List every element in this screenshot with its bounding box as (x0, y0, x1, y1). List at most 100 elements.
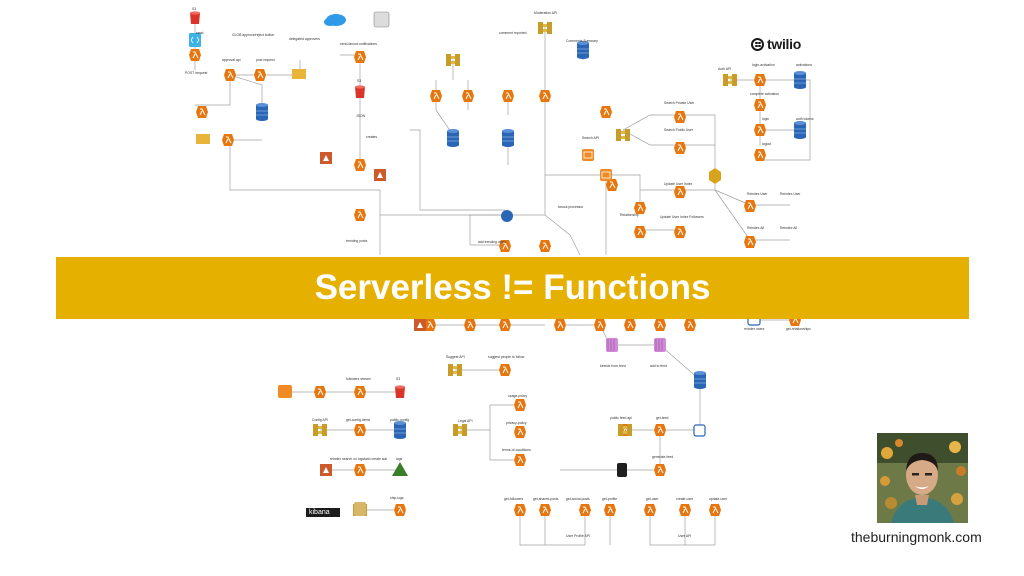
lambda-icon (644, 504, 656, 516)
connections (194, 18, 811, 546)
lambda-icon (634, 202, 646, 214)
label-user-profile-api: User Profile API (566, 534, 590, 538)
connector (229, 140, 380, 191)
lambda-icon (254, 69, 266, 81)
label-get-social-posts: get-social-posts (566, 497, 590, 501)
label-search-api: Search API (582, 136, 599, 140)
label-search-private: Search Private User (664, 101, 695, 105)
api-gateway-icon (446, 54, 460, 66)
email-icon (196, 69, 306, 144)
dynamodb-icon (794, 121, 806, 139)
label-trending-posts: trending posts (346, 239, 368, 243)
service-icon (600, 169, 612, 181)
label-reindex-all: Reindex All (747, 226, 764, 230)
lambda-icon (314, 386, 326, 398)
label-send: send (196, 31, 203, 35)
label-login-activation: login-activation (752, 63, 775, 67)
dynamodb-icon (694, 371, 706, 389)
dynamodb-icon (256, 103, 268, 121)
label-login: login (762, 117, 769, 121)
label-add-trending: add trending users (478, 240, 506, 244)
lambda-icon (354, 51, 366, 63)
lambda-icon (554, 319, 566, 331)
service-icon (582, 149, 594, 161)
dynamodb-icon (502, 129, 514, 147)
bucket-grid-icon (278, 385, 292, 398)
connector (195, 74, 260, 106)
lambda-icon (514, 504, 526, 516)
label-logs: logs (396, 457, 403, 461)
label-ship-logs: ship-logs (390, 496, 404, 500)
dynamodb-icon (447, 129, 459, 147)
s3-bucket-icon (190, 11, 200, 24)
lambda-icon (514, 454, 526, 466)
label-delegated: delegated approvers (289, 37, 320, 41)
lambda-icon (744, 200, 756, 212)
connector (659, 344, 701, 381)
label-glob: GLOB approve/reject button (232, 33, 274, 37)
connector (714, 189, 751, 206)
label-complete-activation: complete activation (750, 92, 779, 96)
avatar-photo (877, 433, 968, 523)
title-banner: Serverless != Functions (56, 257, 969, 319)
label-get-relationships: get-relationships (786, 327, 811, 331)
lambda-icon (754, 99, 766, 111)
lambda-icon (502, 90, 514, 102)
twilio-logo: twilio (751, 36, 801, 52)
cloud-icon (324, 14, 346, 26)
lambda-icon (654, 424, 666, 436)
label-reindex-all-2: Reindex All (780, 226, 797, 230)
sns-icon (320, 152, 332, 164)
connector (379, 190, 505, 216)
kinesis-icon (606, 338, 618, 352)
lambda-icon (499, 319, 511, 331)
twilio-logo-icon (751, 37, 764, 51)
label-get-feed: get-feed (656, 416, 669, 420)
connector (714, 189, 751, 241)
lambda-icon (754, 149, 766, 161)
label-public-feed-api: public feed api (610, 416, 632, 420)
label-suggest-api: Suggest API (446, 355, 465, 359)
banner-title: Serverless != Functions (314, 268, 711, 307)
lambda-icon (354, 386, 366, 398)
connector (410, 129, 505, 211)
label-json: JSON (356, 114, 366, 118)
label-s3-top: S3 (192, 7, 196, 11)
lambda-icon (654, 319, 666, 331)
code-icon (189, 33, 201, 47)
kibana-logo: kibana (306, 508, 340, 517)
label-usage-policy: usage-policy (508, 394, 527, 398)
cloudwatch-icon (617, 463, 627, 477)
label-search-public: Search Public User (664, 128, 694, 132)
label-logout: logout (762, 142, 771, 146)
search-domain-icon (501, 210, 513, 222)
label-get-followers: get-followers (504, 497, 524, 501)
lambda-icon (354, 464, 366, 476)
dynamodb-icon (794, 71, 806, 89)
label-moderation-api: Moderation API (534, 11, 557, 15)
connector (229, 74, 263, 110)
label-s3-mid: S3 (357, 79, 361, 83)
lambda-icon (674, 142, 686, 154)
api-gateway-icon (618, 424, 632, 436)
lambda-icon (196, 106, 208, 118)
connector (469, 214, 505, 245)
label-create-user: create-user (676, 497, 694, 501)
label-reindex-search: reindex search on logstash create sub (330, 457, 387, 461)
label-suggest-people: suggest people to follow (488, 355, 525, 359)
lambda-icon (654, 464, 666, 476)
lambda-icon (709, 504, 721, 516)
lambda-icon (744, 236, 756, 248)
label-legal-api: Legal API (458, 419, 473, 423)
lambda-icon (754, 124, 766, 136)
dynamodb-icon (577, 41, 589, 59)
lambda-icon (674, 226, 686, 238)
label-auth-tokens: auth tokens (796, 117, 814, 121)
label-send-fanout: send-fanout-notifications (340, 42, 377, 46)
label-privacy-policy: privacy-policy (506, 421, 527, 425)
label-followers-stream: followers stream (346, 377, 371, 381)
gear-box-icon (373, 11, 390, 28)
lambda-icon (684, 319, 696, 331)
connector (544, 214, 581, 256)
lambda-icon (579, 504, 591, 516)
